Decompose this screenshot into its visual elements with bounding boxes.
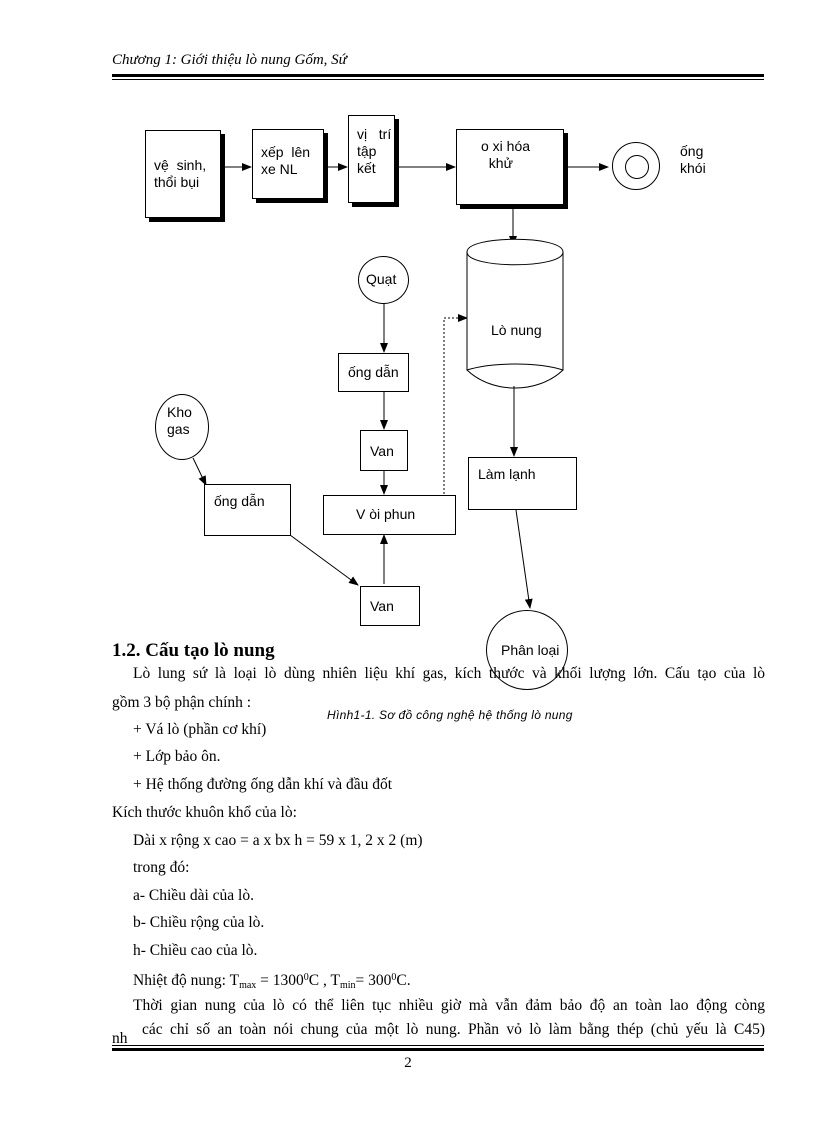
dotted-voiphun-lonung bbox=[443, 314, 468, 494]
flow-connectors bbox=[192, 163, 609, 609]
arrow-lamlanh-phanloai bbox=[515, 509, 533, 609]
intro-line-a: Lò lung sứ là loại lò dùng nhiên liệu kh… bbox=[133, 665, 765, 682]
def-b: b- Chiều rộng của lò. bbox=[133, 914, 265, 931]
arrow-ongdan-vanbottom bbox=[289, 534, 359, 586]
def-a: a- Chiều dài của lò. bbox=[133, 887, 254, 904]
node-ong-khoi-symbol bbox=[612, 142, 660, 190]
size-heading: Kích thước khuôn khổ của lò: bbox=[112, 804, 297, 821]
para2-line-a: Thời gian nung của lò có thể liên tục nh… bbox=[133, 997, 765, 1014]
part-2: + Lớp bảo ôn. bbox=[133, 748, 221, 765]
header-rule-thick bbox=[112, 74, 764, 77]
arrow-khogas-ongdan bbox=[192, 457, 207, 486]
node-voi-phun: V òi phun bbox=[323, 495, 456, 535]
part-1: + Vá lò (phần cơ khí) bbox=[133, 721, 267, 738]
label-lo-nung: Lò nung bbox=[491, 322, 542, 338]
page-number: 2 bbox=[404, 1055, 412, 1071]
node-van-bottom: Van bbox=[360, 586, 420, 626]
node-van-top: Van bbox=[360, 430, 408, 471]
temperature-line: Nhiệt độ nung: Tmax = 13000C , Tmin= 300… bbox=[133, 972, 411, 991]
footer-rule-thin bbox=[112, 1045, 764, 1046]
node-kho-gas: Kho gas bbox=[155, 394, 209, 460]
figure-caption: Hình1-1. Sơ đồ công nghệ hệ thống lò nun… bbox=[327, 708, 573, 722]
header-rule-thin bbox=[112, 79, 764, 80]
para2-prefix: nh bbox=[112, 1030, 128, 1047]
node-vi-tri: vị trí tập kết bbox=[348, 115, 395, 203]
node-phan-loai: Phân loại bbox=[486, 610, 568, 690]
section-title: 1.2. Cấu tạo lò nung bbox=[112, 640, 275, 661]
label-ong-khoi: ống khói bbox=[680, 143, 706, 176]
node-lo-nung bbox=[466, 238, 564, 389]
footer-rule-thick bbox=[112, 1048, 764, 1051]
part-3: + Hệ thống đường ống dẫn khí và đầu đốt bbox=[133, 776, 393, 793]
node-ve-sinh: vệ sinh, thổi bụi bbox=[145, 130, 221, 218]
node-xep-len: xếp lên xe NL bbox=[252, 129, 324, 199]
intro-line-b: gồm 3 bộ phận chính : bbox=[112, 694, 252, 711]
node-ong-dan-top: ống dẫn bbox=[338, 353, 409, 392]
chapter-header: Chương 1: Giới thiệu lò nung Gốm, Sứ bbox=[112, 52, 347, 68]
where-label: trong đó: bbox=[133, 859, 190, 876]
para2-line-b: các chỉ số an toàn nói chung của một lò … bbox=[142, 1021, 765, 1038]
node-oxi-hoa: o xi hóa khử bbox=[456, 129, 564, 205]
node-quat: Quạt bbox=[358, 256, 409, 304]
def-h: h- Chiều cao của lò. bbox=[133, 942, 258, 959]
node-lam-lanh: Làm lạnh bbox=[468, 457, 577, 510]
node-ong-dan-left: ống dẫn bbox=[204, 484, 291, 536]
size-formula: Dài x rộng x cao = a x bx h = 59 x 1, 2 … bbox=[133, 832, 423, 849]
